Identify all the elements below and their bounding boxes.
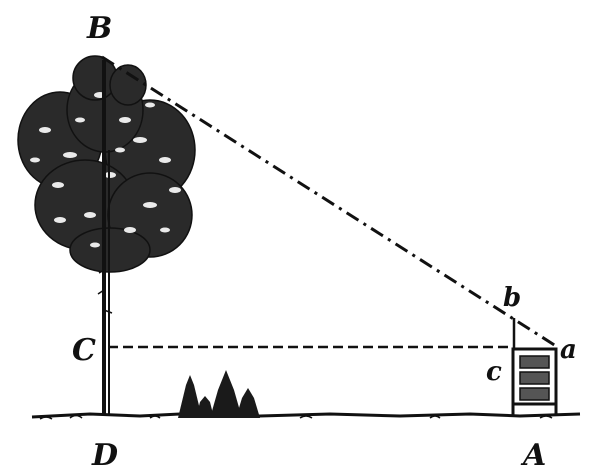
sight-line-ba: [101, 55, 557, 348]
tree-icon: [17, 55, 196, 415]
label-b: b: [503, 283, 521, 313]
label-a: a: [560, 335, 577, 365]
label-D: D: [91, 438, 118, 471]
label-C: C: [72, 333, 96, 368]
label-c: c: [486, 357, 502, 387]
measuring-staff-icon: [511, 347, 558, 416]
bushes-icon: [178, 370, 260, 418]
ground-line: [31, 411, 581, 420]
label-B: B: [86, 11, 112, 46]
label-A: A: [520, 438, 546, 471]
